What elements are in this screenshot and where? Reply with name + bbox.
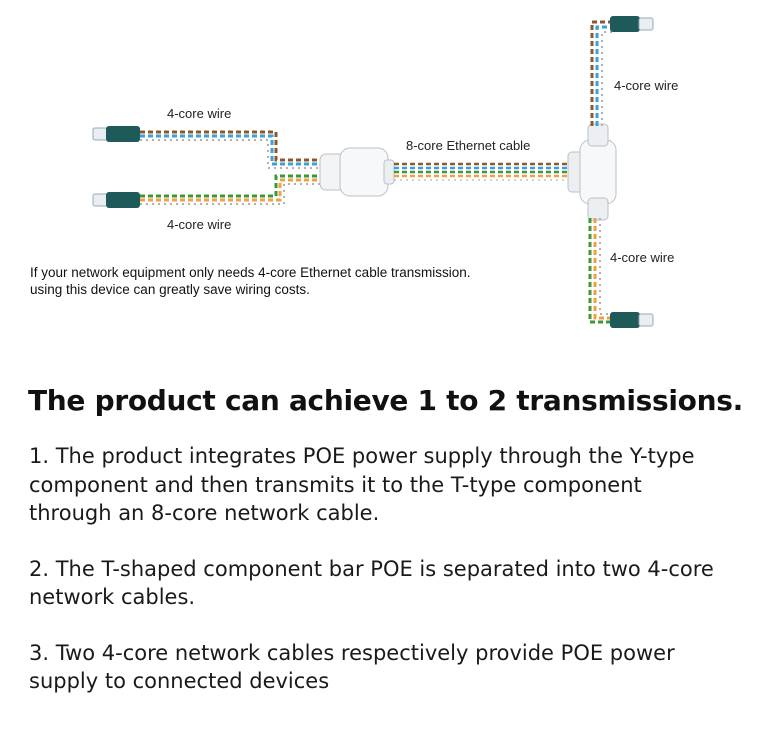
- step-2: 2. The T-shaped component bar POE is sep…: [29, 555, 749, 612]
- t-type-component: [567, 123, 617, 221]
- right-bottom-cable: [588, 218, 612, 324]
- page-title: The product can achieve 1 to 2 transmiss…: [28, 384, 743, 417]
- rj45-plug-right-bottom: [610, 312, 654, 328]
- note-line-1: If your network equipment only needs 4-c…: [30, 265, 471, 280]
- label-wire-left-top: 4-core wire: [167, 106, 231, 121]
- steps-list: 1. The product integrates POE power supp…: [29, 442, 749, 723]
- step-1-line-3: through an 8-core network cable.: [29, 501, 380, 525]
- rj45-plug-right-top: [610, 16, 654, 32]
- rj45-plug-left-bottom: [92, 192, 140, 208]
- step-1-line-2: component and then transmits it to the T…: [29, 472, 642, 497]
- left-bottom-cable: [140, 174, 330, 205]
- label-wire-right-bottom: 4-core wire: [610, 250, 674, 265]
- step-1: 1. The product integrates POE power supp…: [29, 442, 749, 528]
- label-wire-left-bottom: 4-core wire: [167, 217, 231, 232]
- step-2-line-2: network cables.: [29, 585, 196, 609]
- label-ethernet-cable: 8-core Ethernet cable: [406, 138, 530, 153]
- diagram-note: If your network equipment only needs 4-c…: [30, 264, 590, 298]
- y-type-component: [319, 147, 395, 197]
- eight-core-cable: [394, 162, 570, 181]
- rj45-plug-left-top: [92, 126, 140, 142]
- poe-splitter-diagram: 4-core wire 4-core wire 8-core Ethernet …: [92, 16, 678, 328]
- right-top-cable: [590, 20, 612, 126]
- left-top-cable: [140, 130, 330, 169]
- step-2-line-1: 2. The T-shaped component bar POE is sep…: [29, 556, 714, 581]
- step-3-line-1: 3. Two 4-core network cables respectivel…: [29, 640, 675, 665]
- label-wire-right-top: 4-core wire: [614, 78, 678, 93]
- step-3: 3. Two 4-core network cables respectivel…: [29, 639, 749, 696]
- step-1-line-1: 1. The product integrates POE power supp…: [29, 444, 695, 468]
- note-line-2: using this device can greatly save wirin…: [30, 282, 310, 297]
- step-3-line-2: supply to connected devices: [29, 669, 330, 693]
